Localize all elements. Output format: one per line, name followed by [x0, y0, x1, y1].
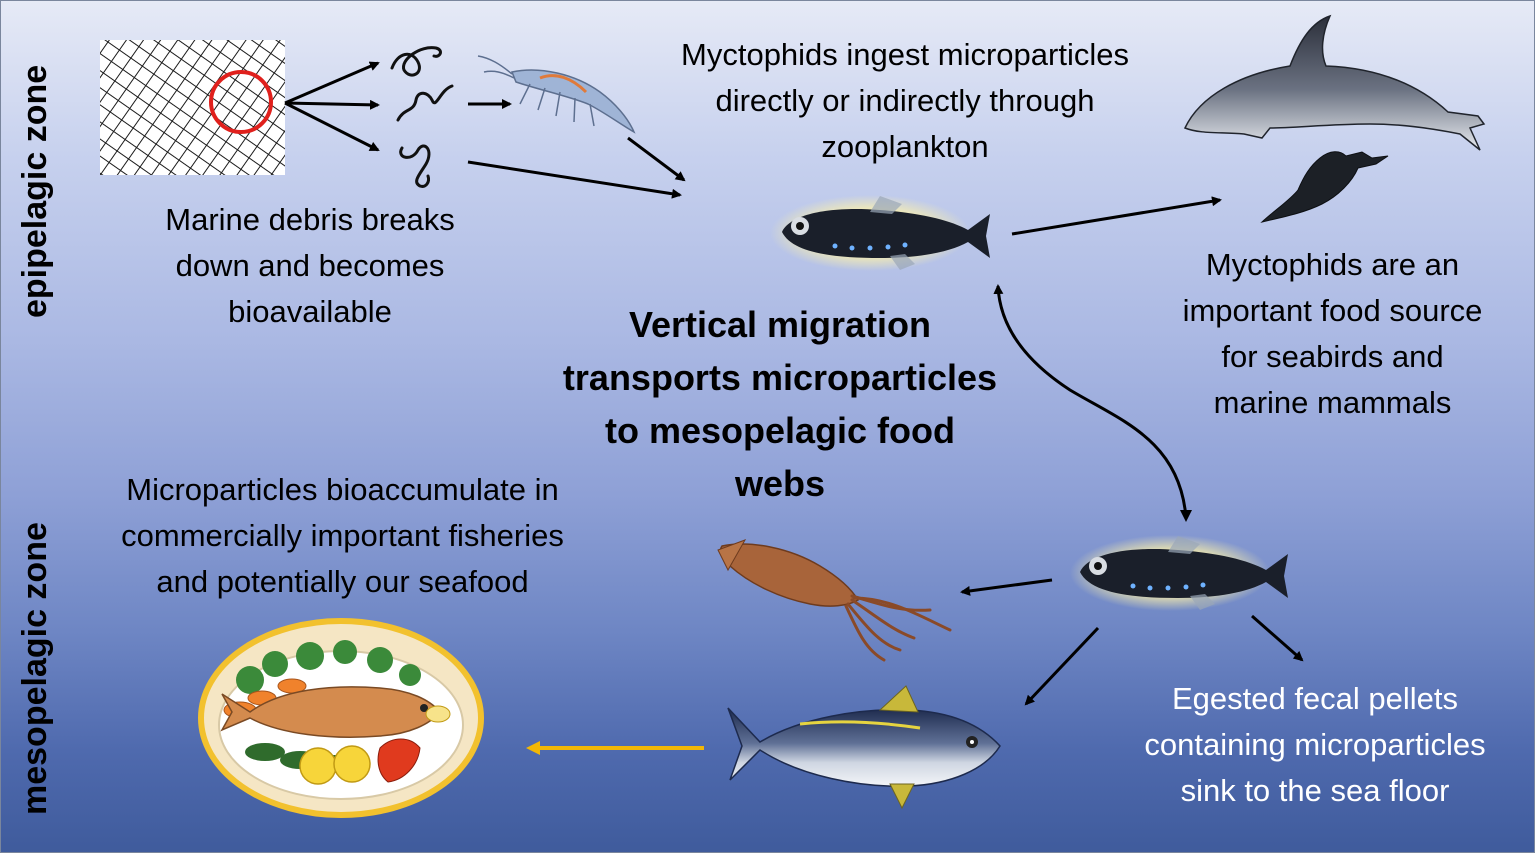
food-source-text-line: for seabirds and [1221, 339, 1444, 374]
arrow [284, 61, 380, 105]
arrow [1024, 626, 1100, 706]
arrow-head [1180, 510, 1192, 522]
arrow [1011, 196, 1222, 236]
fishing-net-icon [100, 40, 285, 175]
arrow [1251, 614, 1304, 662]
arrow [960, 578, 1053, 596]
ingest-text-line: zooplankton [821, 129, 989, 164]
ingest-text-line: Myctophids ingest microparticles [681, 37, 1129, 72]
arrow [284, 101, 380, 152]
squid-icon [717, 539, 952, 662]
debris-text: Marine debris breaks down and becomes bi… [130, 197, 490, 335]
krill-icon [477, 55, 636, 134]
microparticle-fiber [399, 144, 431, 188]
food-source-text-line: important food source [1182, 293, 1483, 328]
fecal-text-line: sink to the sea floor [1180, 773, 1450, 808]
arrow [284, 99, 380, 110]
tuna-icon [727, 685, 1001, 810]
arrow [627, 136, 686, 182]
vertical-migration-arrow [993, 284, 1188, 519]
debris-text-line: bioavailable [228, 294, 392, 329]
bioaccumulate-text: Microparticles bioaccumulate in commerci… [70, 467, 615, 605]
net-to-particles-arrows [284, 61, 380, 152]
food-source-text-line: marine mammals [1213, 385, 1452, 420]
vertical-migration-title: Vertical migration transports microparti… [535, 298, 1025, 510]
microparticle-icon [390, 46, 454, 188]
dolphin-icon [1183, 14, 1486, 151]
fecal-text-line: Egested fecal pellets [1171, 681, 1459, 716]
seafood-plate-icon [198, 618, 484, 818]
ingest-text-line: directly or indirectly through [715, 83, 1095, 118]
seabird-icon [1260, 151, 1389, 223]
net-highlight-circle [209, 70, 273, 134]
migration-title-line: to mesopelagic food [604, 410, 956, 451]
fecal-text-line: containing microparticles [1144, 727, 1486, 762]
food-source-text-line: Myctophids are an [1205, 247, 1460, 282]
bioaccumulate-text-line: commercially important fisheries [121, 518, 564, 553]
migration-title-line: Vertical migration [628, 304, 932, 345]
bioaccumulate-text-line: Microparticles bioaccumulate in [126, 472, 559, 507]
lanternfish-icon [1070, 535, 1288, 611]
microparticle-fiber [396, 84, 454, 122]
bioaccumulate-text-line: and potentially our seafood [156, 564, 529, 599]
arrow [467, 160, 682, 199]
migration-title-line: transports microparticles [562, 357, 998, 398]
microparticle-fiber [390, 46, 442, 77]
ingest-text: Myctophids ingest microparticles directl… [620, 32, 1190, 170]
migration-title-line: webs [734, 463, 826, 504]
debris-text-line: Marine debris breaks [165, 202, 455, 237]
food-source-text: Myctophids are an important food source … [1140, 242, 1525, 426]
lanternfish-icon [770, 195, 990, 271]
debris-text-line: down and becomes [175, 248, 445, 283]
fecal-pellets-text: Egested fecal pellets containing micropa… [1100, 676, 1530, 814]
